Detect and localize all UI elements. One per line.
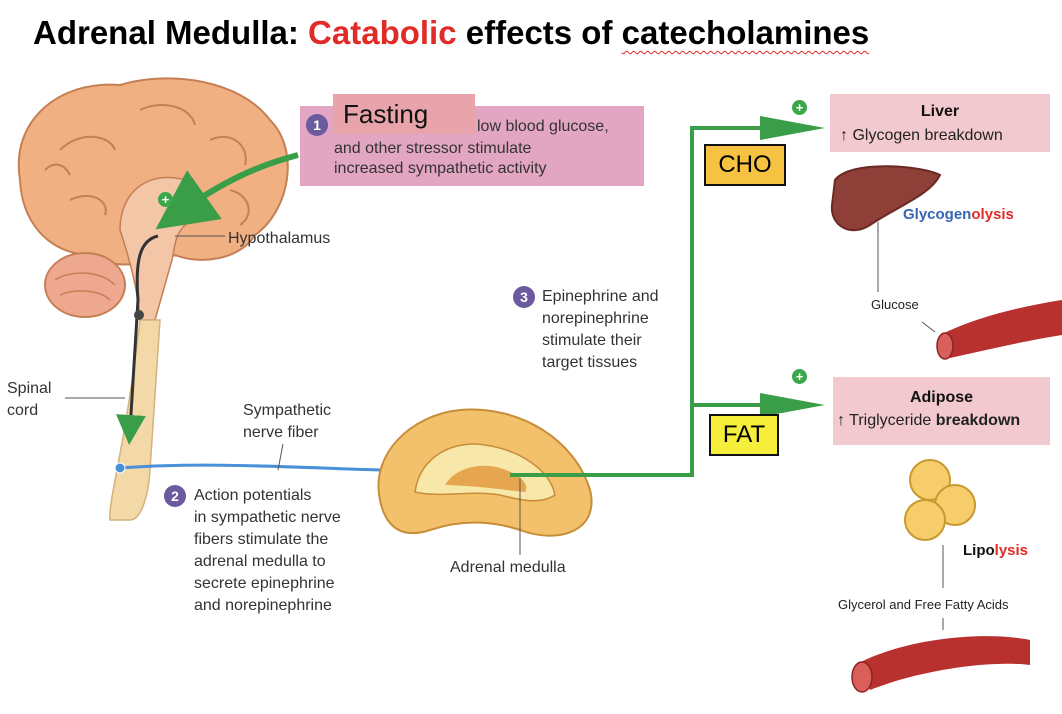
spinal-cord-label-2: cord — [7, 402, 39, 419]
hypothalamus-label: Hypothalamus — [228, 230, 331, 247]
step2-line: fibers stimulate the — [194, 531, 329, 548]
lipolysis-label: Lipolysis — [963, 542, 1028, 559]
adipose-line-plain: ↑ Triglyceride — [837, 412, 936, 429]
step-number-badge: 3 — [513, 286, 535, 308]
glycogenolysis-part-b: olysis — [971, 206, 1014, 223]
lipolysis-part-a: Lipo — [963, 542, 995, 559]
step-number-badge: 1 — [306, 114, 328, 136]
liver-title: Liver — [920, 103, 960, 120]
blood-vessel-illustration-2 — [855, 636, 1030, 690]
adipose-line-bold: breakdown — [935, 412, 1021, 429]
step2-line: in sympathetic nerve — [194, 509, 341, 526]
title-highlight: Catabolic — [308, 14, 457, 51]
fat-cells-illustration — [904, 459, 976, 541]
adrenal-gland-illustration — [377, 408, 593, 537]
page-title: Adrenal Medulla: Catabolic effects of ca… — [33, 14, 869, 52]
step1-line2: and other stressor stimulate — [334, 140, 532, 157]
glycerol-ffa-label: Glycerol and Free Fatty Acids — [838, 597, 1009, 612]
step1-line3: increased sympathetic activity — [334, 160, 547, 177]
step2-line: adrenal medulla to — [194, 553, 326, 570]
title-prefix: Adrenal Medulla: — [33, 14, 309, 51]
step3-line: target tissues — [542, 354, 638, 371]
blood-vessel-illustration — [936, 300, 1062, 360]
step1-line1: low blood glucose, — [477, 118, 609, 135]
adipose-title: Adipose — [909, 389, 974, 406]
step-number-badge: 2 — [164, 485, 186, 507]
step3-line: norepinephrine — [542, 310, 649, 327]
cerebellum — [44, 252, 126, 318]
brain-illustration — [17, 77, 289, 521]
glycogenolysis-label: Glycogenolysis — [903, 206, 1014, 223]
plus-icon: + — [792, 100, 807, 115]
liver-illustration — [830, 165, 942, 232]
adrenal-medulla-label: Adrenal medulla — [450, 559, 566, 576]
cho-pathway — [510, 126, 790, 477]
glucose-label: Glucose — [871, 297, 919, 312]
step2-line: secrete epinephrine — [194, 575, 335, 592]
fasting-label: Fasting — [333, 94, 475, 134]
adipose-line: ↑ Triglyceride breakdown — [837, 412, 1020, 430]
plus-icon: + — [158, 192, 173, 207]
nerve-fiber-label-1: Sympathetic — [243, 402, 332, 419]
nerve-fiber-label-2: nerve fiber — [243, 424, 319, 441]
step2-line: Action potentials — [194, 487, 312, 504]
step2-line: and norepinephrine — [194, 597, 332, 614]
glycogenolysis-part-a: Glycogen — [903, 206, 972, 223]
title-underlined: catecholamines — [621, 14, 870, 51]
cho-tag: CHO — [704, 144, 786, 186]
fat-tag: FAT — [709, 414, 779, 456]
step3-line: stimulate their — [542, 332, 642, 349]
lipolysis-part-b: lysis — [994, 542, 1029, 559]
spinal-cord-label-1: Spinal — [7, 380, 52, 397]
liver-line: ↑ Glycogen breakdown — [840, 127, 1003, 144]
plus-icon: + — [792, 369, 807, 384]
liver-box — [830, 94, 1050, 152]
stimulus-arrow — [155, 152, 299, 230]
step3-line: Epinephrine and — [542, 288, 659, 305]
adipose-box — [833, 377, 1050, 445]
title-middle: effects of — [456, 14, 622, 51]
